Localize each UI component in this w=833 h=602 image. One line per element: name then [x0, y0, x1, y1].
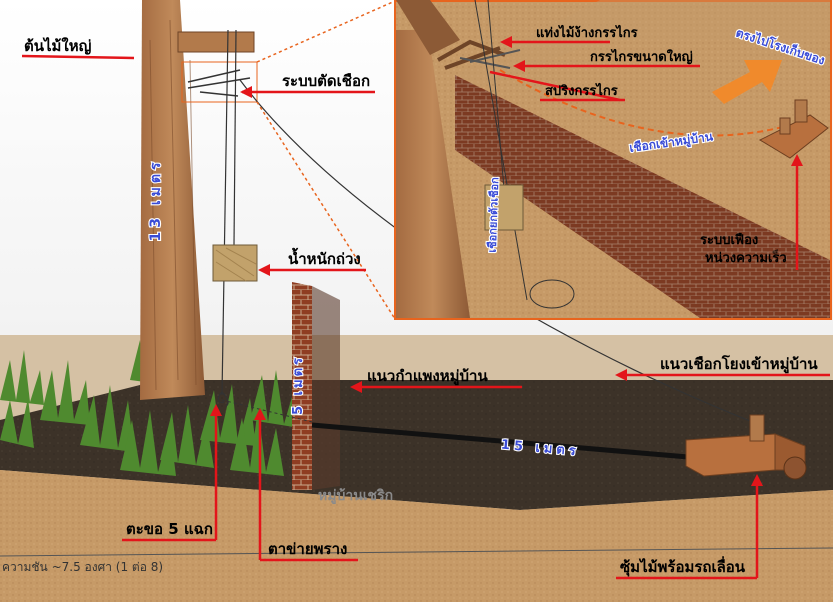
inset-wall-top [455, 0, 830, 88]
callout-line-big-tree [21, 54, 135, 60]
inset-projection-bottom [256, 101, 396, 320]
hidden-cart [685, 414, 807, 480]
ground-track [311, 422, 701, 461]
wall-height-label: 5 เมตร [291, 355, 306, 415]
tree-crossbar [177, 31, 255, 53]
inset-rope-vertical-2 [487, 0, 506, 201]
rope-vertical-1 [221, 29, 229, 396]
label-big-tree: ต้นไม้ใหญ่ [24, 36, 92, 55]
inset-rope-dashed [499, 69, 791, 137]
inset-projection-top [256, 0, 396, 63]
inset-net-icon [529, 279, 575, 309]
big-tree [140, 0, 255, 400]
slope-baseline [0, 547, 833, 557]
label-scissor-spring: สปริงกรรไกร [545, 82, 618, 99]
inset-detail: เชือกเข้าหมู่บ้าน เชือกยกตัวเชือก ตรงไปโ… [394, 0, 832, 320]
cut-system-marker [181, 61, 258, 103]
inset-tree [396, 30, 470, 318]
village-wall-front [292, 282, 312, 490]
inset-scissor-frame [437, 39, 506, 70]
label-rope-line: แนวเชือกโยงเข้าหมู่บ้าน [660, 354, 818, 374]
inset-bucket [484, 184, 524, 231]
label-scissor-frame: แท่งไม้ง้างกรรไกร [536, 24, 638, 41]
label-hidden-cart: ซุ้มไม้พร้อมรถเลื่อน [620, 556, 746, 577]
callout-line-scissor-spring [489, 70, 621, 102]
sandy-slope [0, 470, 833, 602]
village-name: หมู่บ้านเชริก [318, 488, 393, 504]
inset-direction-arrow [712, 60, 782, 104]
label-fake-net: ตาข่ายพราง [268, 540, 347, 558]
inset-tree-branch [396, 0, 460, 55]
label-cut-system: ระบบตัดเชือก [282, 72, 370, 90]
slope-note: ความชัน ~7.5 องศา (1 ต่อ 8) [2, 560, 163, 574]
label-gear-system-2: หน่วงความเร็ว [705, 248, 787, 266]
inset-scissors-icon [459, 49, 521, 69]
hook-icon [217, 391, 229, 407]
label-village-wall: แนวกำแพงหมู่บ้าน [367, 367, 488, 386]
inset-wall-front [455, 75, 830, 318]
label-hook: ตะขอ 5 แฉก [126, 520, 213, 538]
village-wall-side [312, 286, 340, 490]
tree-height-label: 13 เมตร [148, 159, 164, 242]
rope-vertical-2 [233, 29, 237, 246]
label-gear-system: ระบบเฟือง [700, 232, 758, 248]
inset-gear-box [758, 99, 829, 159]
label-big-scissors: กรรไกรขนาดใหญ่ [590, 48, 693, 65]
inset-rope-lift-hook: เชือกยกตัวเชือก [486, 177, 502, 253]
label-weight: น้ำหนักถ่วง [288, 247, 361, 268]
scissor-mechanism [187, 69, 251, 97]
